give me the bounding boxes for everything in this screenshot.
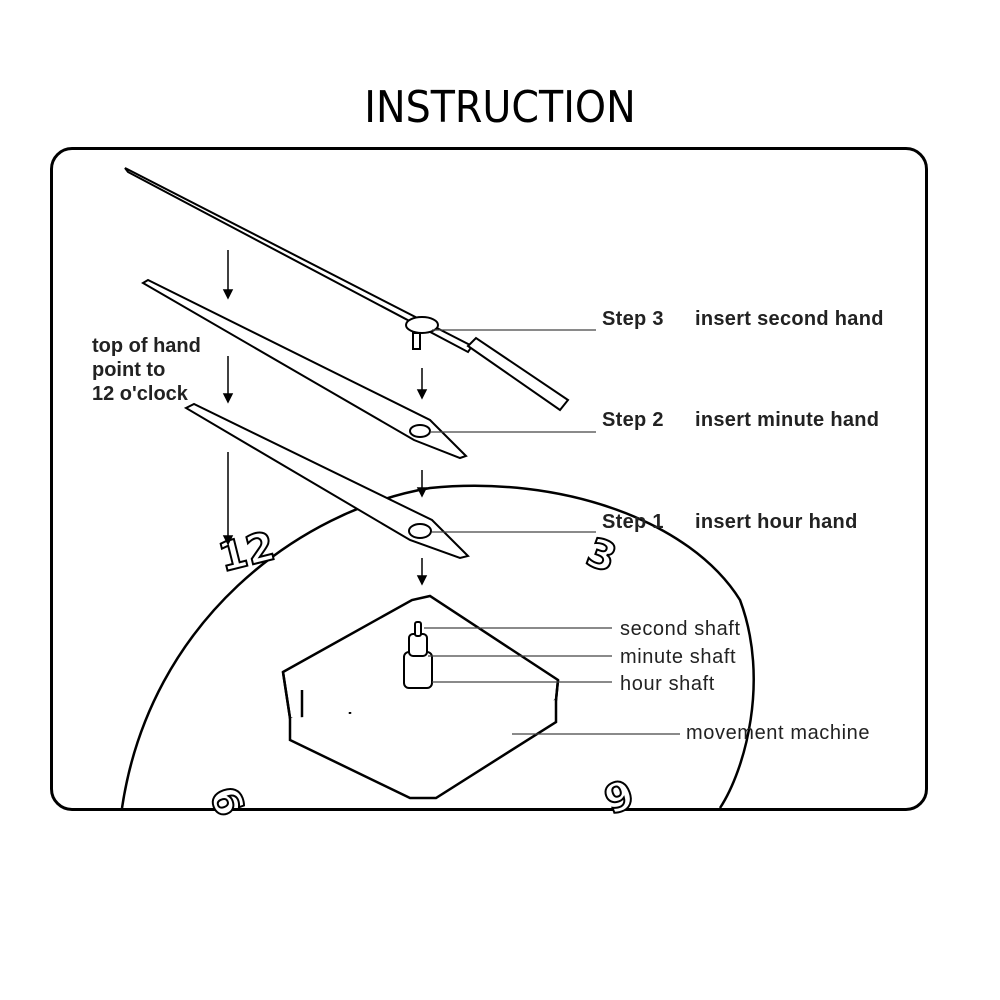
step-3-label: Step 3 — [602, 308, 664, 330]
alignment-note: top of hand point to 12 o'clock — [92, 334, 201, 406]
alignment-note-line: top of hand — [92, 335, 201, 357]
hour-shaft-label: hour shaft — [620, 673, 715, 695]
hour-hand — [183, 402, 470, 560]
step-3-action: insert second hand — [695, 308, 884, 330]
diagram-title: INSTRUCTION — [364, 82, 636, 133]
step-1-label: Step 1 — [602, 511, 664, 533]
movement-machine-label: movement machine — [686, 722, 871, 744]
diagram-frame — [50, 147, 928, 811]
svg-text:3: 3 — [580, 529, 622, 582]
svg-text:6: 6 — [597, 769, 639, 822]
dial-number-12: 12 — [213, 522, 280, 582]
shafts — [403, 621, 433, 689]
second-hand — [124, 167, 570, 412]
dial-number-3: 3 — [579, 528, 623, 583]
step-2-action: insert minute hand — [695, 409, 880, 431]
svg-text:12: 12 — [214, 523, 279, 581]
step-1-action: insert hour hand — [695, 511, 858, 533]
minute-hand — [141, 278, 468, 460]
svg-text:9: 9 — [203, 779, 256, 821]
assembly-arrows — [222, 250, 428, 586]
dial-number-9: 9 — [202, 778, 257, 822]
alignment-note-line: 12 o'clock — [92, 383, 188, 405]
second-shaft-label: second shaft — [620, 618, 741, 640]
minute-shaft-label: minute shaft — [620, 646, 737, 668]
leader-lines — [424, 329, 680, 735]
step-2-label: Step 2 — [602, 409, 664, 431]
alignment-note-line: point to — [92, 359, 166, 381]
clock-face-arc — [120, 484, 755, 809]
dial-number-6: 6 — [596, 768, 640, 823]
